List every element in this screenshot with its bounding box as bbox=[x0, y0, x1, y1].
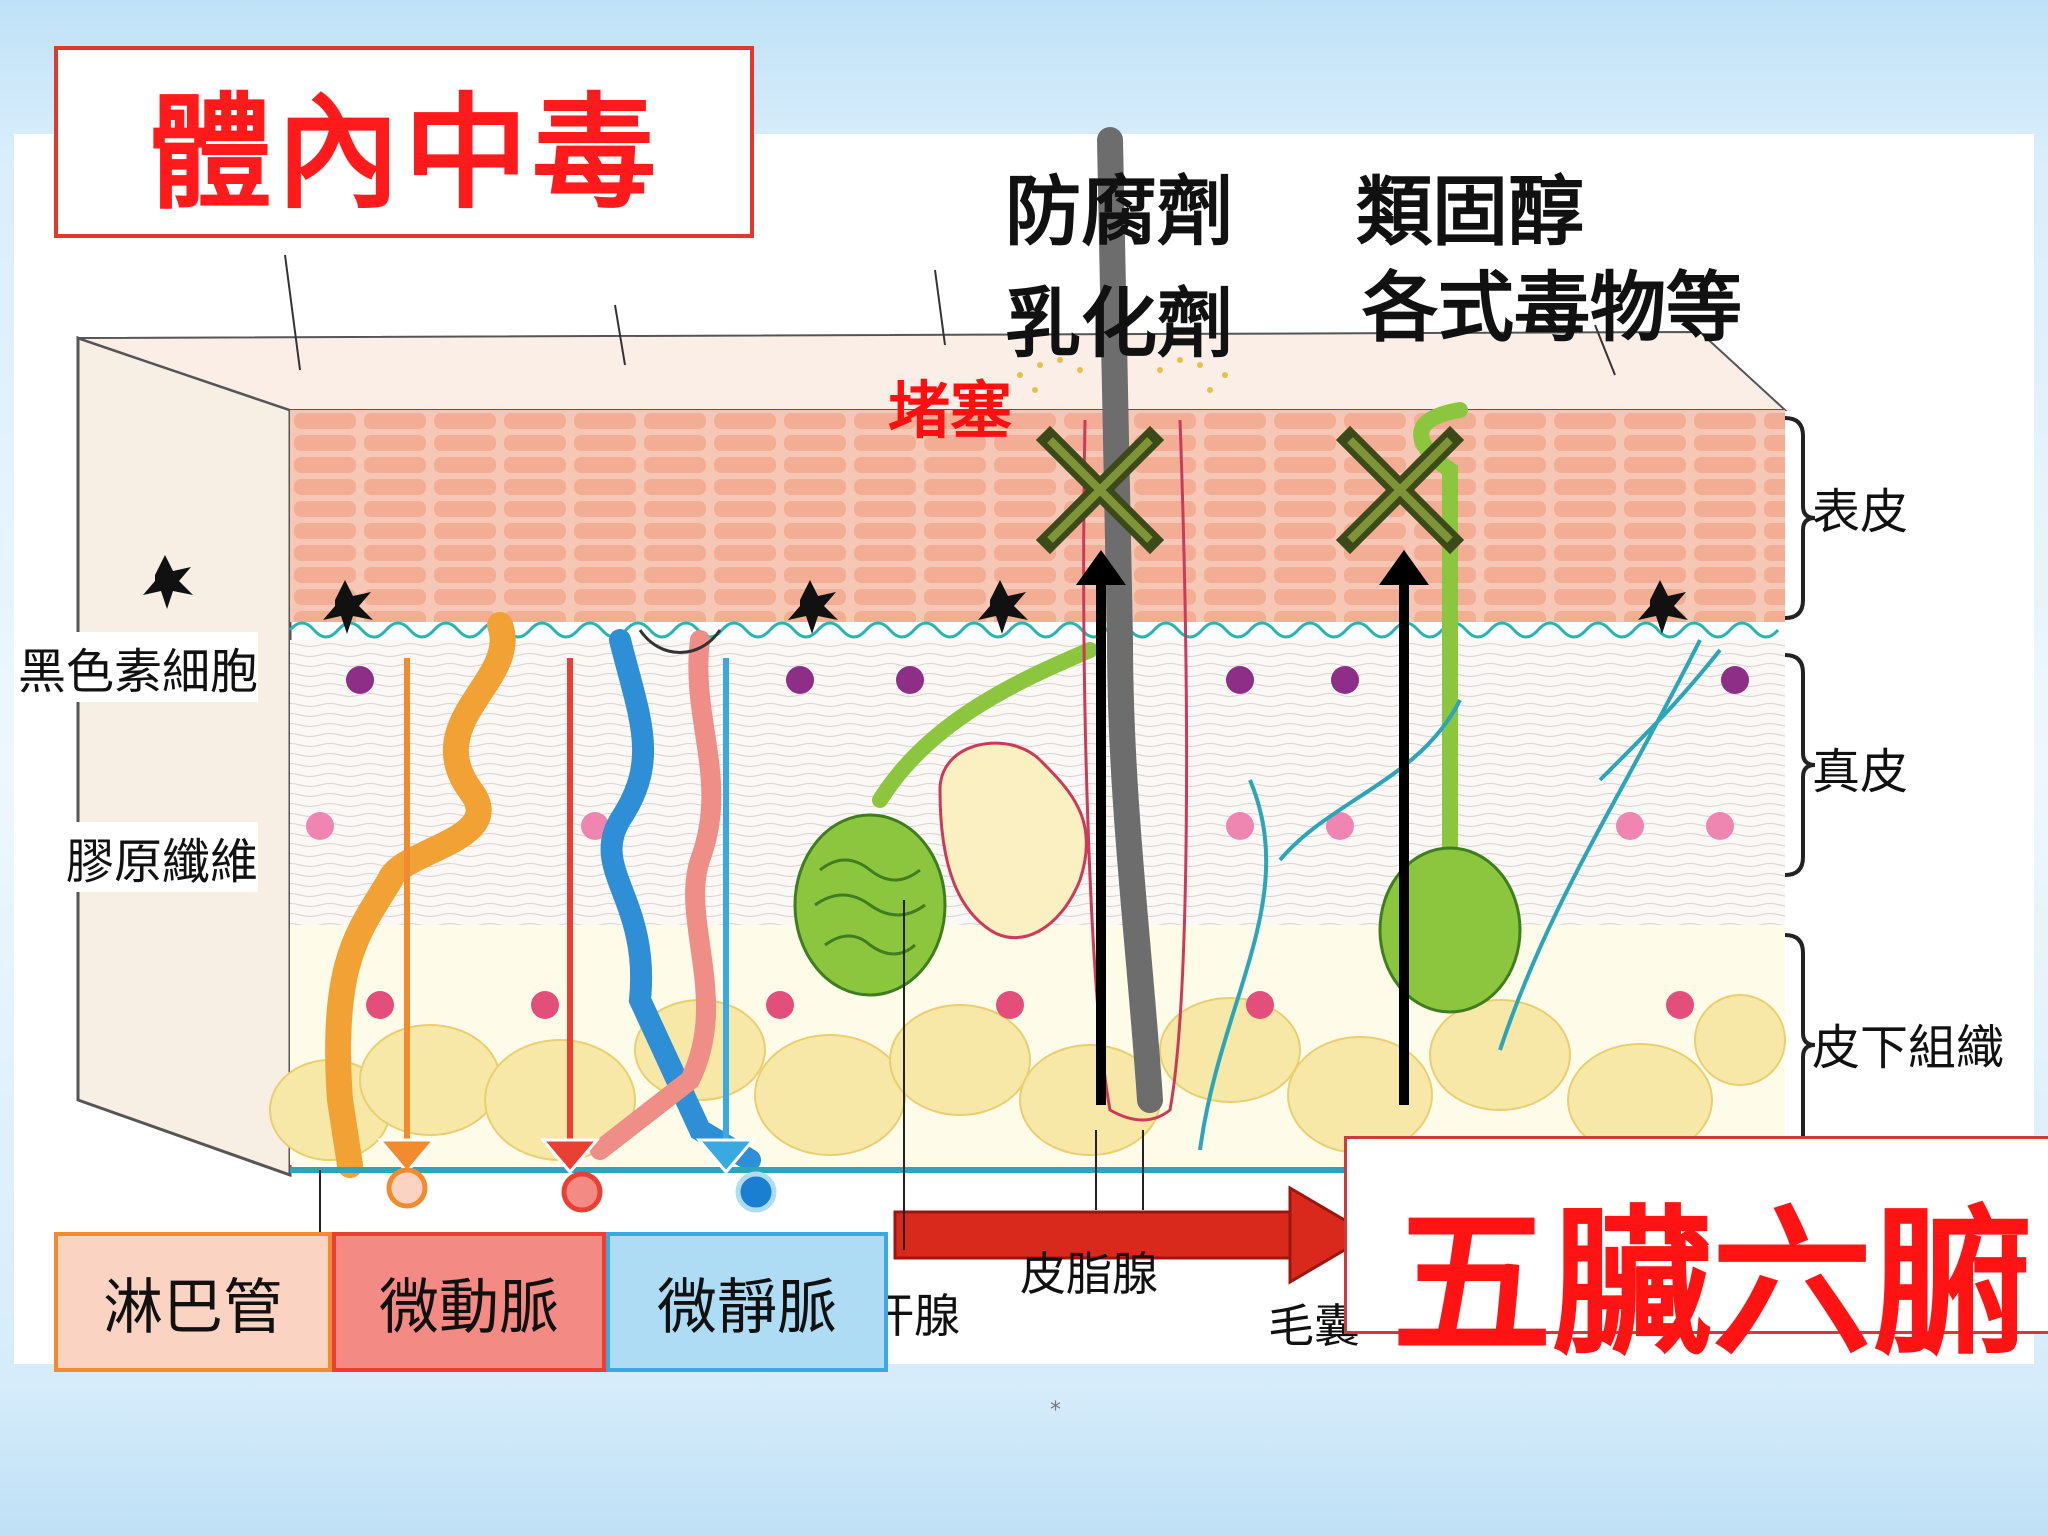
footnote: * bbox=[1050, 1398, 1061, 1423]
dermal-cells-pink bbox=[306, 812, 1734, 840]
layer-braces bbox=[1784, 416, 1816, 1157]
epidermis-layer bbox=[290, 410, 1785, 622]
legend-lymph: 淋巴管 bbox=[54, 1232, 332, 1372]
fat-cells bbox=[366, 991, 1694, 1019]
dermal-cells bbox=[346, 666, 1749, 694]
blockage-label: 堵塞 bbox=[888, 374, 1013, 447]
hair-follicle bbox=[1082, 419, 1189, 1122]
organs-label: 五臟六腑 bbox=[1392, 1190, 2033, 1377]
blocked-mark-left-hl bbox=[1047, 437, 1153, 543]
artery-down-arrow bbox=[539, 658, 601, 1175]
vein-cross-section bbox=[735, 1171, 777, 1213]
toxin-exit-arrow-left bbox=[1076, 550, 1126, 1105]
basement-membrane bbox=[288, 621, 1780, 639]
organs-box bbox=[1344, 1136, 2048, 1334]
nerve-branches bbox=[1198, 639, 1722, 1151]
chemical-toxins: 各式毒物等 bbox=[1362, 263, 1742, 352]
layer-epidermis: 表皮 bbox=[1812, 484, 1909, 540]
blocked-mark-right-hl bbox=[1347, 437, 1453, 543]
vein-blue bbox=[600, 629, 761, 1171]
chemical-emulsifier: 乳化劑 bbox=[1005, 279, 1233, 368]
layer-dermis: 真皮 bbox=[1812, 744, 1909, 800]
toxin-exit-arrow-right bbox=[1379, 550, 1429, 1105]
legend-arteriole: 微動脈 bbox=[332, 1232, 606, 1372]
lymph-cross-section bbox=[386, 1167, 428, 1209]
artery-cross-section bbox=[561, 1171, 603, 1213]
sebaceous-lobe bbox=[938, 741, 1088, 940]
legend-lymph-label: 淋巴管 bbox=[103, 1272, 283, 1343]
sweat-gland bbox=[793, 642, 1098, 997]
lymph-down-arrow bbox=[376, 658, 438, 1175]
vein-down-arrow bbox=[695, 658, 757, 1175]
capillary-loop bbox=[638, 629, 722, 654]
layer-subcutaneous: 皮下組織 bbox=[1812, 1020, 2005, 1076]
melanocytes bbox=[143, 555, 1688, 634]
page-title: 體內中毒 bbox=[147, 82, 660, 226]
surface-hairs bbox=[284, 254, 1616, 376]
legend-arteriole-label: 微動脈 bbox=[379, 1272, 559, 1343]
blockage-dots bbox=[1017, 357, 1228, 393]
hair-shaft bbox=[1097, 127, 1163, 1113]
chemical-preservative: 防腐劑 bbox=[1005, 167, 1233, 256]
lymph-vessel bbox=[325, 612, 516, 1178]
chemical-steroid: 類固醇 bbox=[1356, 167, 1584, 256]
legend-venule: 微靜脈 bbox=[606, 1232, 888, 1372]
artery-pink bbox=[590, 630, 722, 1160]
label-collagen: 膠原纖維 bbox=[66, 822, 259, 892]
fat-globules bbox=[269, 994, 1786, 1161]
to-organs-arrow bbox=[893, 1185, 1373, 1285]
label-melanocyte: 黑色素細胞 bbox=[18, 632, 259, 702]
title-box: 體內中毒 bbox=[54, 46, 754, 238]
block-side-face bbox=[76, 335, 292, 1178]
legend-venule-label: 微靜脈 bbox=[657, 1272, 837, 1343]
label-sebaceous-gland: 皮脂腺 bbox=[1020, 1247, 1158, 1301]
